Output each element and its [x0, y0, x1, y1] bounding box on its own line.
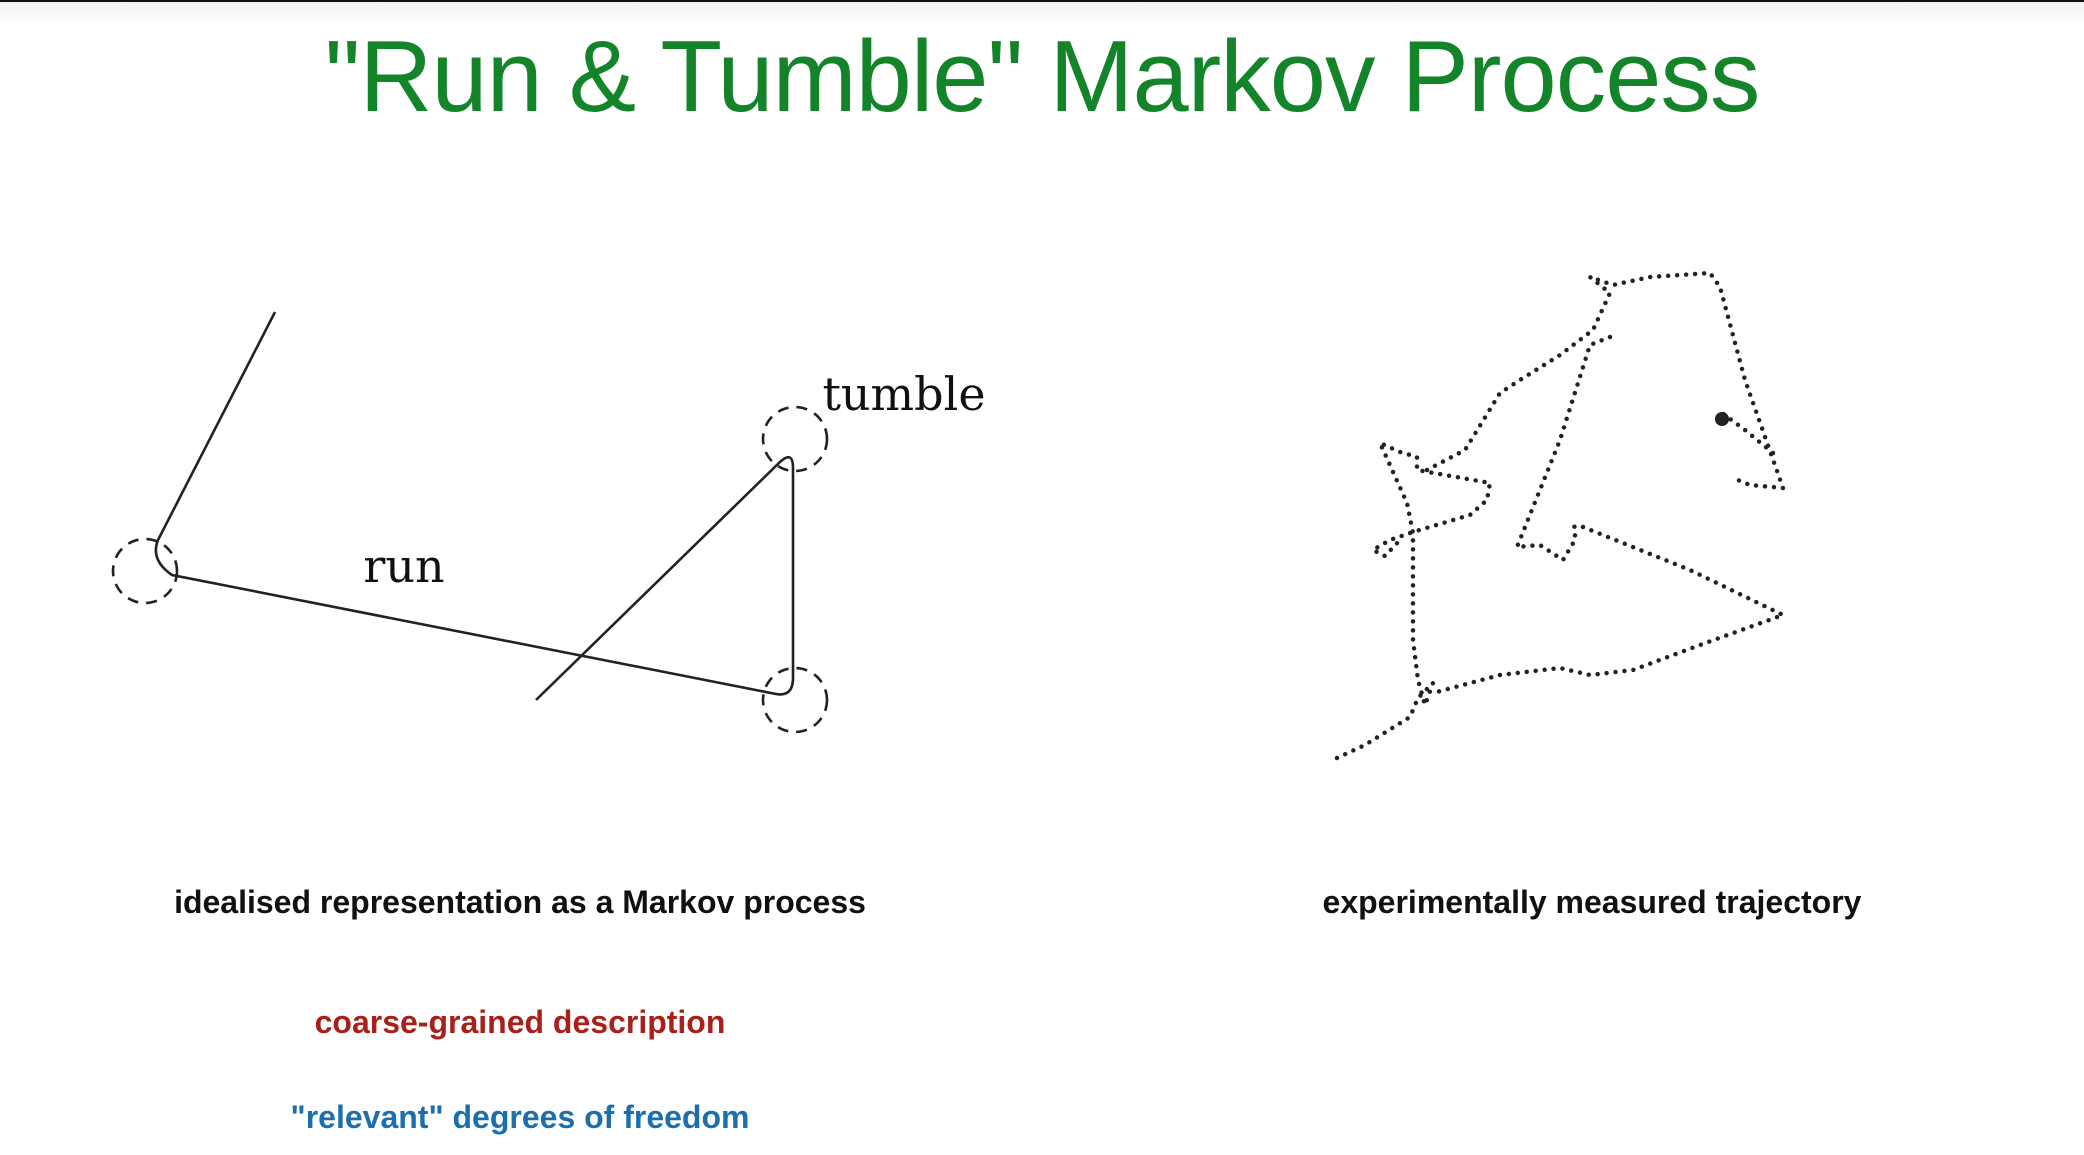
trajectory-start-dot: [1715, 412, 1729, 426]
trajectory-segment: [1513, 334, 1613, 564]
trajectory-segment: [1334, 438, 1493, 761]
tumble-circle-2: [761, 405, 829, 473]
trajectory-segment: [1430, 524, 1789, 696]
run-path: [154, 311, 795, 701]
idealised-markov-diagram: [111, 311, 829, 734]
coarse-grained-note: coarse-grained description: [314, 1004, 726, 1040]
slide-title: "Run & Tumble" Markov Process: [324, 21, 1761, 133]
diagram-caption: idealised representation as a Markov pro…: [174, 884, 866, 920]
tumble-label: tumble: [822, 367, 985, 421]
trajectory-segment: [1719, 410, 1776, 456]
measured-trajectory: [1334, 270, 1789, 761]
relevant-dof-note: "relevant" degrees of freedom: [290, 1099, 750, 1135]
trajectory-segment: [1424, 270, 1787, 491]
top-bar: [0, 0, 2084, 28]
trajectory-caption: experimentally measured trajectory: [1322, 884, 1862, 920]
tumble-circle-1: [111, 537, 179, 605]
run-label: run: [363, 539, 444, 593]
tumble-circle-3: [761, 666, 829, 734]
